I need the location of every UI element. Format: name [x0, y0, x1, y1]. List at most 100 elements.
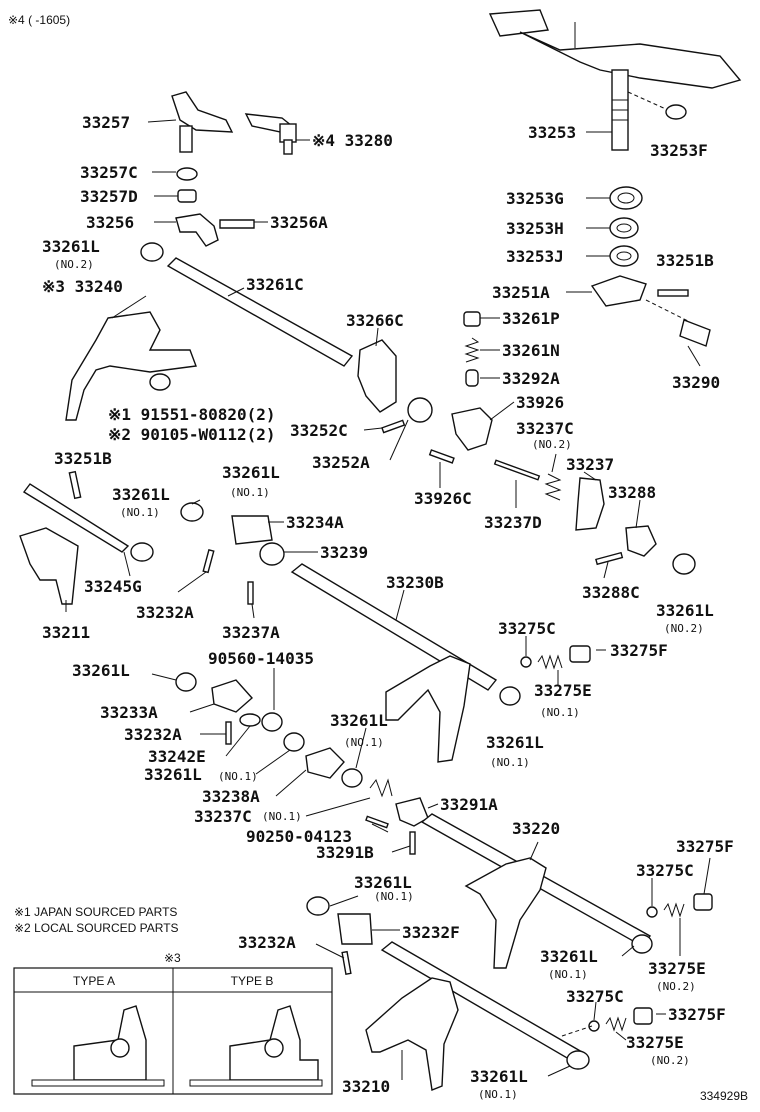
part-33275C-ball-2 — [646, 906, 658, 918]
part-label-33290: 33290 — [672, 373, 720, 392]
sub-label-no2-11: (NO.2) — [656, 980, 696, 993]
part-33251B-pin-top — [657, 289, 689, 297]
part-33261N-spring — [464, 337, 480, 363]
sub-label-no1-6: (NO.1) — [344, 736, 384, 749]
part-33245G-rod — [22, 483, 130, 553]
part-33237C-spring-1 — [544, 473, 562, 501]
part-33292A-ball — [465, 369, 479, 387]
part-label-90560: 90560-14035 — [208, 649, 314, 668]
part-33261L-bush-4 — [175, 672, 197, 692]
part-33256A-pin — [219, 219, 255, 229]
part-label-33211: 33211 — [42, 623, 90, 642]
legend-type-box-ref: ※3 — [164, 951, 181, 965]
part-33232A-pin-3 — [341, 950, 352, 975]
part-33234A — [231, 515, 273, 545]
part-label-33237c_1: 33237C — [516, 419, 574, 438]
part-33210-shift-fork-shaft — [365, 941, 584, 1091]
part-label-33288: 33288 — [608, 483, 656, 502]
part-label-33239: 33239 — [320, 543, 368, 562]
part-label-33237: 33237 — [566, 455, 614, 474]
sub-label-no1-9: (NO.1) — [374, 890, 414, 903]
part-label-33291a: 33291A — [440, 795, 498, 814]
legend-note-2: ※2 LOCAL SOURCED PARTS — [14, 921, 179, 935]
part-label-33257c: 33257C — [80, 163, 138, 182]
part-label-33261n: 33261N — [502, 341, 560, 360]
part-label-33280: ※4 33280 — [312, 131, 393, 150]
part-33275E-spring-1 — [537, 654, 563, 670]
part-90560-14035-washer — [261, 712, 283, 732]
sub-label-no2-14: (NO.2) — [532, 438, 572, 451]
part-33275E-spring-3 — [605, 1016, 627, 1032]
part-33237C-spring-2 — [369, 778, 393, 798]
part-label-33237d: 33237D — [484, 513, 542, 532]
part-label-191551: ※1 91551-80820(2) — [108, 405, 276, 424]
part-label-33251b_mid: 33251B — [54, 449, 112, 468]
sub-label-no1-1: (NO.1) — [230, 486, 270, 499]
part-label-33261l_10: 33261L — [540, 947, 598, 966]
part-label-33275f_2: 33275F — [676, 837, 734, 856]
part-label-33232a_3: 33232A — [238, 933, 296, 952]
part-33261L-bush-3 — [672, 553, 696, 575]
part-label-33237c_2: 33237C — [194, 807, 252, 826]
type-variant-box: TYPE A TYPE B — [13, 967, 333, 1095]
leader-lines — [65, 119, 711, 1080]
part-label-33261l_11: 33261L — [470, 1067, 528, 1086]
part-label-33261p: 33261P — [502, 309, 560, 328]
part-33275F-plug-2 — [693, 893, 713, 911]
part-label-33251b_top: 33251B — [656, 251, 714, 270]
part-label-33232a_2: 33232A — [124, 725, 182, 744]
part-33253G-ring — [609, 186, 643, 210]
part-33288 — [625, 525, 657, 557]
part-33237A-pin — [247, 581, 254, 605]
part-33251A-block — [590, 275, 647, 307]
part-label-33275e_3: 33275E — [626, 1033, 684, 1052]
sub-label-no2-0: (NO.2) — [54, 258, 94, 271]
part-33926C-pin — [428, 449, 455, 464]
part-33230B-shift-fork-shaft — [290, 563, 498, 763]
sub-label-no1-10: (NO.1) — [548, 968, 588, 981]
part-label-33253f: 33253F — [650, 141, 708, 160]
part-33261L-bush-5 — [499, 686, 521, 706]
part-33237 — [575, 477, 605, 531]
part-label-33257: 33257 — [82, 113, 130, 132]
part-33238A — [305, 747, 345, 779]
part-33280 — [244, 113, 297, 155]
part-33232A-pin-1 — [202, 548, 215, 574]
part-label-33253h: 33253H — [506, 219, 564, 238]
part-label-33926c: 33926C — [414, 489, 472, 508]
part-label-33245g: 33245G — [84, 577, 142, 596]
part-label-33292a: 33292A — [502, 369, 560, 388]
part-33261P-cap — [463, 311, 481, 327]
header-note: ※4 ( -1605) — [8, 13, 70, 27]
legend-note-1: ※1 JAPAN SOURCED PARTS — [14, 905, 177, 919]
part-33261L-bush-1 — [140, 242, 164, 262]
type-a-bracket-drawing — [73, 1005, 147, 1081]
part-label-90250: 90250-04123 — [246, 827, 352, 846]
part-label-33261l_5: 33261L — [72, 661, 130, 680]
part-label-33261l_8: 33261L — [330, 711, 388, 730]
part-33261L-bush-2 — [180, 502, 204, 522]
figure-code: 334929B — [700, 1089, 748, 1103]
part-label-33261l_1: 33261L — [42, 237, 100, 256]
sub-label-no1-7: (NO.1) — [218, 770, 258, 783]
sub-label-no1-4: (NO.1) — [540, 706, 580, 719]
part-label-33234a: 33234A — [286, 513, 344, 532]
part-33926 — [451, 407, 493, 451]
part-33291B-pin — [409, 831, 416, 855]
part-sub-labels: (NO.2) (NO.1) (NO.1) (NO.2) (NO.1) (NO.1) (NO.… — [54, 258, 704, 1101]
part-label-33253: 33253 — [528, 123, 576, 142]
part-label-33242e: 33242E — [148, 747, 206, 766]
part-33275F-plug-3 — [633, 1007, 653, 1025]
part-33256-lever — [175, 213, 219, 247]
part-label-33237a: 33237A — [222, 623, 280, 642]
part-label-33261l_6: 33261L — [486, 733, 544, 752]
part-33261L-bush-7 — [283, 732, 305, 752]
sub-label-no1-13: (NO.1) — [478, 1088, 518, 1101]
part-label-33220: 33220 — [512, 819, 560, 838]
part-33252C-pin — [381, 419, 406, 434]
part-label-33275f_1: 33275F — [610, 641, 668, 660]
part-label-33275c_1: 33275C — [498, 619, 556, 638]
